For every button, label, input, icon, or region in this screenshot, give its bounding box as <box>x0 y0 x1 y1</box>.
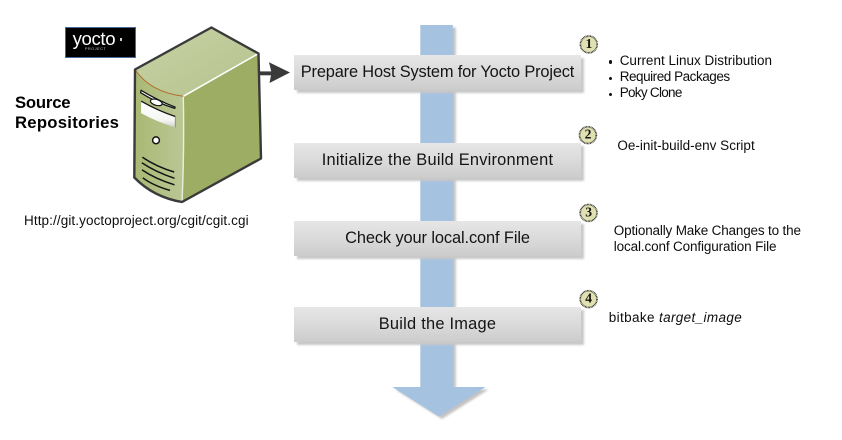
svg-text:1: 1 <box>586 36 593 51</box>
svg-text:4: 4 <box>585 291 592 306</box>
svg-text:PROJECT: PROJECT <box>85 47 106 51</box>
svg-text:2: 2 <box>585 127 592 142</box>
svg-text:3: 3 <box>585 205 592 220</box>
